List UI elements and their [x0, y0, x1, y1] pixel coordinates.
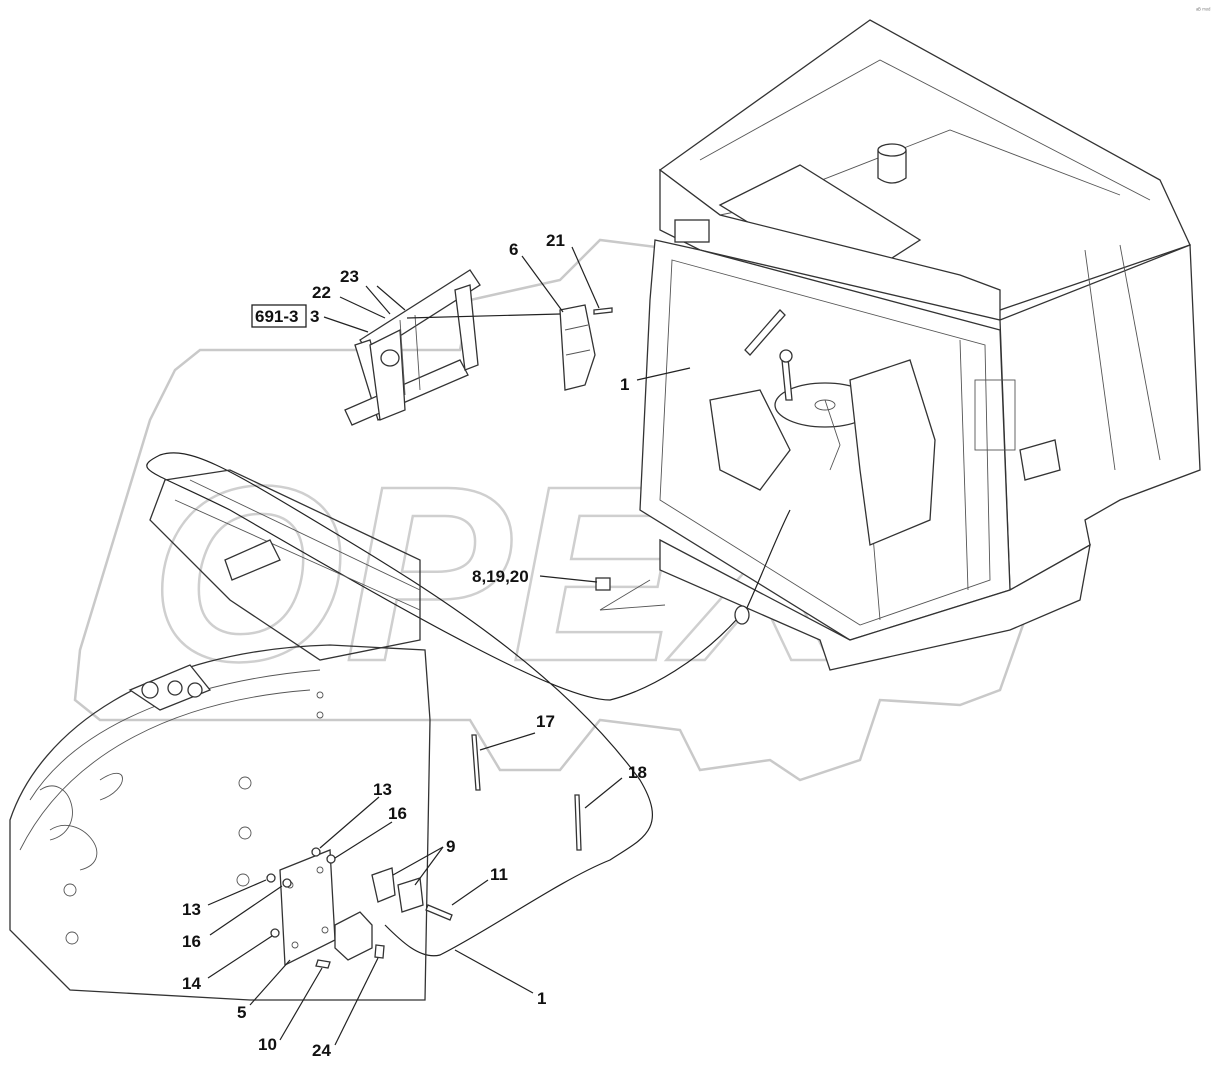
callout-10[interactable]: 10: [258, 1035, 277, 1054]
front-vent-left: [674, 219, 710, 243]
callout-6[interactable]: 6: [509, 240, 518, 259]
wire-harness-1: [146, 452, 791, 957]
callout-8-19-20[interactable]: 8,19,20: [472, 567, 529, 586]
callout-5[interactable]: 5: [237, 1003, 246, 1022]
callout-11[interactable]: 11: [490, 865, 508, 884]
callout-17[interactable]: 17: [536, 712, 555, 731]
callout-22[interactable]: 22: [312, 283, 331, 302]
mounting-plate-5: [279, 849, 336, 967]
callout-1-top[interactable]: 1: [620, 375, 629, 394]
callout-1-bottom[interactable]: 1: [537, 989, 546, 1008]
callout-13-b[interactable]: 13: [182, 900, 201, 919]
callout-23[interactable]: 23: [340, 267, 359, 286]
callout-3[interactable]: 3: [310, 307, 319, 326]
bolt-11: [425, 904, 453, 921]
clamp-9: [371, 867, 424, 913]
module-box: [334, 911, 373, 961]
callout-18[interactable]: 18: [628, 763, 647, 782]
cab-side-panel: [709, 389, 791, 491]
harness-connector: [734, 605, 750, 625]
cable-tie-17: [471, 734, 481, 791]
callout-24[interactable]: 24: [312, 1041, 331, 1060]
washer-16-a: [326, 854, 336, 864]
callout-9[interactable]: 9: [446, 837, 455, 856]
nut-13-b: [266, 873, 276, 883]
callout-13-a[interactable]: 13: [373, 780, 392, 799]
callout-16-a[interactable]: 16: [388, 804, 407, 823]
beacon-light-icon: [877, 143, 907, 184]
leader-lines: [207, 246, 691, 1046]
machine-frame: [9, 469, 431, 1001]
reference-box-label: 691-3: [255, 307, 298, 326]
callout-21[interactable]: 21: [546, 231, 565, 250]
screw-21: [593, 307, 613, 315]
cab-assembly: [599, 19, 1201, 671]
reference-box: [251, 304, 307, 328]
operator-seat: [849, 359, 936, 546]
cab-roof-front: [659, 168, 1001, 321]
callout-14[interactable]: 14: [182, 974, 201, 993]
bolt-10: [315, 959, 331, 969]
nut-14: [270, 928, 280, 938]
cab-base: [659, 538, 1091, 671]
washer-16-b: [282, 878, 292, 888]
holder-6: [559, 304, 596, 391]
wiper-arm: [744, 309, 786, 356]
corner-mark: ᵃᴮ ᵐᵒᵈ: [1196, 7, 1210, 14]
mounting-bracket-3: [344, 269, 481, 426]
cable-tie-18: [574, 794, 582, 851]
screw-24: [374, 944, 385, 959]
nut-13-a: [311, 847, 321, 857]
switch-8-19-20: [595, 577, 611, 591]
cab-control-box: [1019, 439, 1061, 481]
callout-labels: 691-3 23 22 3 6 21 1 8,19,20 17 18 13 16…: [182, 231, 647, 1060]
callout-16-b[interactable]: 16: [182, 932, 201, 951]
